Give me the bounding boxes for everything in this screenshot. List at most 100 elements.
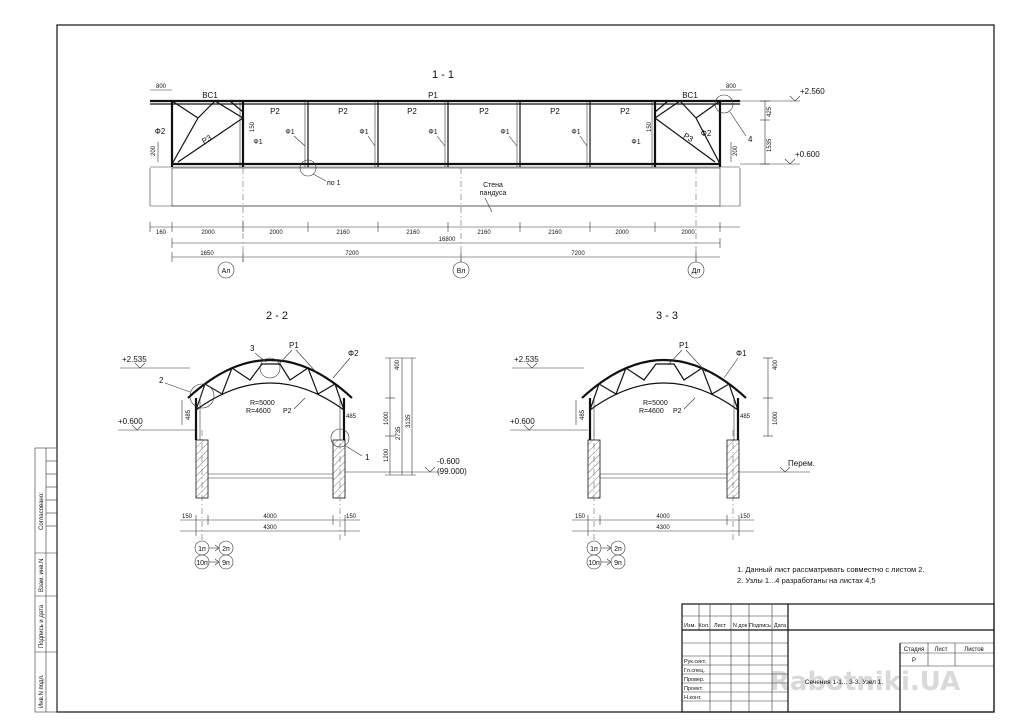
dim-400: 400 [773,359,779,370]
note-1: 1. Данный лист рассматривать совместно с… [737,565,925,574]
section-1-1: 1 - 1 [149,69,825,279]
dim-row1: 2000 [615,230,629,236]
tb-header: Дата [774,623,787,629]
elev-variable: Перем. [788,459,815,468]
label-node-ref: по 1 [327,180,341,187]
tb-header: Кол. [699,623,710,629]
axis-to: 2п [614,546,622,553]
sheet-frame [56,24,995,713]
dim-150-right: 150 [346,514,357,520]
elev-2535: +2.535 [122,355,147,364]
axis-to: 9п [614,560,622,567]
label-p2: P2 [479,107,489,116]
tb-role: Провер. [684,677,705,683]
dim-row1: 2000 [681,230,695,236]
dim-800-right: 800 [726,84,737,90]
side-stamp: Согласовано: Взам. инв.N Подпись и дата … [34,447,58,713]
dim-row1: 2160 [336,230,350,236]
dim-row3: 1650 [200,251,214,257]
elev-2560: +2.560 [800,87,825,96]
stamp-inv-orig: Инв.N подл. [39,674,45,708]
label-p2-inner: P2 [283,408,292,415]
elev-0600: +0.600 [510,417,535,426]
node-1-circle [299,159,317,177]
section-3-3: 3 - 3 P1 Ф1 R=5000 R=4600 P2 +2.535 +0.6… [510,310,815,570]
dim-row1: 2160 [477,230,491,236]
dim-1535: 1535 [767,138,773,152]
label-chord-p1: P1 [289,341,299,350]
label-p3-left: P3 [200,133,213,146]
label-post-f1: Ф1 [736,349,747,358]
tb-stage-label: Стадия [904,647,924,653]
axis-v-label: Вл [457,268,466,275]
label-chord-p1: P1 [679,341,689,350]
arch-inner [589,382,739,411]
axis-bubble [610,554,626,570]
tb-role: Проект. [684,686,704,692]
elev-0600: +0.600 [795,150,820,159]
label-f1: Ф1 [428,129,437,136]
axis-a-label: Ал [222,268,231,275]
tb-header: Подпись [749,623,771,629]
tb-role: Рук.сект. [684,659,707,665]
node-2-circle [189,383,215,409]
label-p2: P2 [620,107,630,116]
dim-row3: 7200 [571,251,585,257]
label-bc1-left: BC1 [202,91,218,100]
label-node-4: 4 [748,135,753,144]
section-2-2: 2 - 2 1 2 3 P1 Ф2 R=500 [118,310,467,570]
arch-outer [187,359,353,399]
axis-from: 10п [196,560,208,567]
section-1-title: 1 - 1 [432,69,454,81]
dim-485-right: 485 [740,414,751,420]
node-1-circle-s2 [330,428,350,448]
label-f1: Ф1 [631,139,640,146]
axis-bubble-d [687,261,705,279]
dim-row1: 2160 [548,230,562,236]
dim-row3: 7200 [345,251,359,257]
axis-d-label: Дл [692,268,701,275]
dim-150-left: 150 [575,514,586,520]
dim-1000: 1000 [773,411,779,425]
label-f1: Ф1 [253,139,262,146]
dim-row1: 2000 [269,230,283,236]
label-p2: P2 [338,107,348,116]
label-p2: P2 [407,107,417,116]
dim-4300: 4300 [656,525,670,531]
ramp-wall [171,167,721,207]
dim-485-left: 485 [186,409,192,420]
dim-150-right: 150 [647,121,653,132]
label-bc1-right: BC1 [682,91,698,100]
dim-total: 16800 [439,237,456,243]
label-p2: P2 [550,107,560,116]
section-3-title: 3 - 3 [656,310,678,322]
stamp-sign-date: Подпись и дата [39,604,45,648]
dim-485-right: 485 [346,414,357,420]
dim-row1: 2000 [201,230,215,236]
label-p3-right: P3 [682,131,695,144]
dim-200-left: 200 [151,145,157,156]
label-f2-right: Ф2 [701,129,712,138]
dim-400: 400 [395,359,401,370]
dim-150-left: 150 [182,514,193,520]
label-f1: Ф1 [571,129,580,136]
dim-2735: 2735 [396,426,402,440]
elev-minus-0600: -0.600 [437,457,460,466]
dim-150-left: 150 [250,121,256,132]
wall-label-2: пандуса [480,190,507,197]
label-f1: Ф1 [285,129,294,136]
dim-3135: 3135 [406,414,412,428]
tb-sheet-label: Лист [934,647,947,653]
elev-abs-99000: (99.000) [437,467,467,476]
section-2-title: 2 - 2 [266,310,288,322]
axis-from: 1п [198,546,206,553]
node-4-circle [714,94,734,114]
stamp-agreed: Согласовано: [39,492,45,530]
dim-200-right: 200 [733,145,739,156]
axis-to: 9п [222,560,230,567]
axis-bubble-a [217,261,235,279]
dim-425: 425 [767,106,773,117]
wall-right [332,439,346,499]
elev-2535: +2.535 [514,355,539,364]
dim-1200: 1200 [384,448,390,462]
